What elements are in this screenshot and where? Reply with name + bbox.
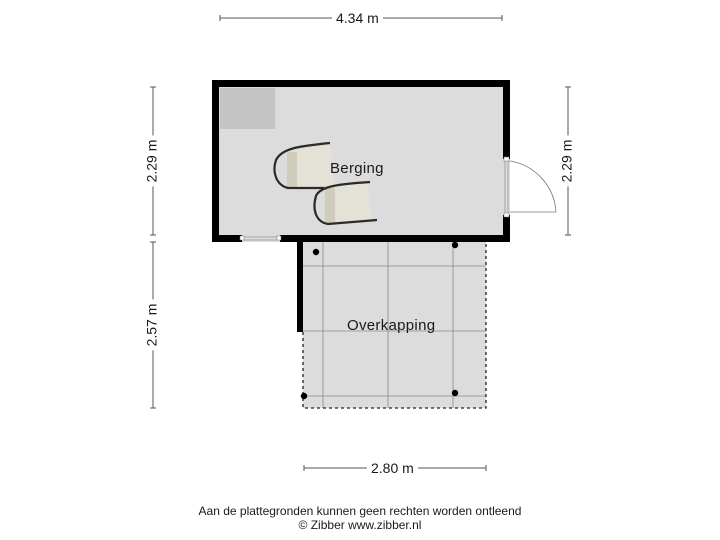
dimension-left-upper-height: 2.29 m [143,135,160,187]
footer-disclaimer: Aan de plattegronden kunnen geen rechten… [198,504,522,518]
footer-copyright: © Zibber www.zibber.nl [298,518,422,532]
cabinet-icon [220,88,275,129]
overkapping-area [297,241,487,409]
armchair-icon [313,180,378,226]
window-icon [239,235,282,242]
room-label-overkapping: Overkapping [347,317,436,334]
armchair-icon [273,141,335,190]
dimension-top-width: 4.34 m [332,10,383,26]
post-icon [300,241,459,400]
berging-room [212,80,557,242]
dimension-right-height: 2.29 m [558,135,575,187]
dimension-left-lower-height: 2.57 m [143,299,160,351]
door-swing-icon [503,156,557,218]
room-label-berging: Berging [330,160,384,177]
dimension-bottom-width: 2.80 m [367,460,418,476]
